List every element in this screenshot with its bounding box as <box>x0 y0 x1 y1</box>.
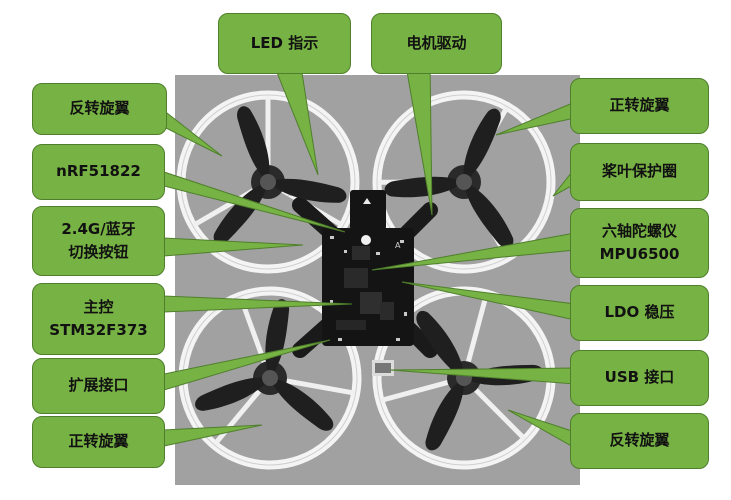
label-imu: 六轴陀螺仪 MPU6500 <box>570 208 709 278</box>
label-cw-propeller-bottom-left: 正转旋翼 <box>32 416 165 468</box>
label-mcu: 主控 STM32F373 <box>32 283 165 355</box>
label-nrf51822: nRF51822 <box>32 144 165 200</box>
propeller-bottom-left <box>189 286 358 440</box>
label-expansion-port: 扩展接口 <box>32 358 165 414</box>
flight-controller-pcb: A B <box>287 189 414 376</box>
label-led-indicator: LED 指示 <box>218 13 351 74</box>
propeller-top-left <box>170 81 354 254</box>
label-prop-guard: 桨叶保护圈 <box>570 143 709 201</box>
propeller-top-right <box>376 78 566 259</box>
label-bt-switch: 2.4G/蓝牙 切换按钮 <box>32 206 165 276</box>
label-cw-propeller-top-right: 正转旋翼 <box>570 78 709 134</box>
callout-pointers <box>157 59 576 449</box>
label-ccw-propeller-top-left: 反转旋翼 <box>32 83 167 135</box>
label-motor-driver: 电机驱动 <box>371 13 502 74</box>
label-usb-port: USB 接口 <box>570 350 709 406</box>
label-ldo: LDO 稳压 <box>570 285 709 341</box>
label-ccw-propeller-bottom-right: 反转旋翼 <box>570 413 709 469</box>
board-marker-text: A <box>395 241 401 250</box>
